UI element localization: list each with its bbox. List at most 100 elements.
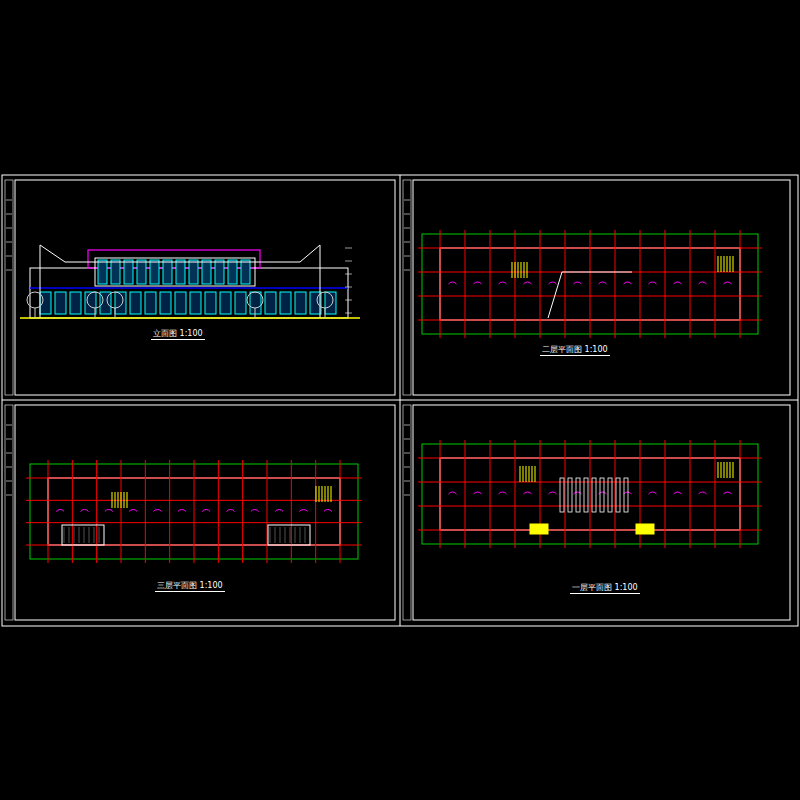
axis-line (740, 230, 741, 338)
seating-row (608, 478, 612, 512)
door-swing (474, 282, 482, 284)
level-mark (345, 248, 352, 249)
door-swing (724, 282, 732, 284)
axis-line (665, 230, 666, 338)
tree-symbol (317, 292, 333, 308)
stair (515, 262, 516, 278)
axis-line (665, 440, 666, 548)
tree-symbol (27, 292, 43, 308)
axis-line (690, 440, 691, 548)
strip-tick (6, 242, 12, 243)
ramp-line (548, 272, 632, 318)
hatch-area (268, 525, 310, 545)
axis-line (121, 460, 122, 563)
axis-line (26, 500, 362, 501)
window (124, 260, 133, 284)
strip-tick (404, 200, 410, 201)
level-mark (345, 287, 352, 288)
strip-tick (404, 495, 410, 496)
axis-line (640, 230, 641, 338)
panel-frame (413, 180, 790, 395)
axis-line (72, 460, 73, 563)
door-swing (649, 492, 657, 494)
strip-tick (6, 270, 12, 271)
door-swing (449, 492, 457, 494)
tree-trunk (35, 308, 36, 318)
stair (733, 462, 734, 478)
window (111, 260, 120, 284)
strip-tick (404, 467, 410, 468)
axis-line (26, 522, 362, 523)
axis-line (418, 506, 762, 507)
door-swing (499, 282, 507, 284)
window (190, 292, 201, 314)
seating-row (560, 478, 564, 512)
axis-line (590, 230, 591, 338)
stair (325, 486, 326, 502)
stair (115, 492, 116, 508)
stair (718, 256, 719, 272)
axis-line (490, 440, 491, 548)
sheet-divider (2, 400, 798, 401)
tree-trunk (255, 308, 256, 318)
door-swing (499, 492, 507, 494)
hatch (79, 527, 80, 543)
hatch (94, 527, 95, 543)
strip-tick (404, 242, 410, 243)
strip-tick (6, 439, 12, 440)
stair (523, 466, 524, 482)
stair (730, 256, 731, 272)
window (137, 260, 146, 284)
hatch (290, 527, 291, 543)
hatch (285, 527, 286, 543)
door-swing (549, 492, 557, 494)
hatch (84, 527, 85, 543)
strip-tick (404, 228, 410, 229)
axis-line (540, 230, 541, 338)
stair (328, 486, 329, 502)
stair (529, 466, 530, 482)
axis-line (418, 482, 762, 483)
hatch (300, 527, 301, 543)
door-swing (129, 510, 137, 512)
level-mark (345, 300, 352, 301)
axis-line (515, 440, 516, 548)
stair (524, 262, 525, 278)
axis-line (465, 230, 466, 338)
stair (724, 462, 725, 478)
axis-line (565, 440, 566, 548)
door-swing (178, 510, 186, 512)
door-swing (227, 510, 235, 512)
door-swing (674, 492, 682, 494)
window (98, 260, 107, 284)
title-strip (5, 180, 13, 395)
stair (730, 462, 731, 478)
strip-tick (404, 214, 410, 215)
axis-line (242, 460, 243, 563)
hatch (69, 527, 70, 543)
strip-tick (404, 425, 410, 426)
stair (535, 466, 536, 482)
hatch (64, 527, 65, 543)
door-swing (574, 282, 582, 284)
drawing-title: 立面图 1:100 (151, 329, 205, 340)
drawing-title: 一层平面图 1:100 (570, 583, 640, 594)
stair (520, 466, 521, 482)
window (228, 260, 237, 284)
entrance-step (530, 524, 548, 534)
tree-symbol (87, 292, 103, 308)
stair (727, 256, 728, 272)
level-mark (345, 313, 352, 314)
axis-line (715, 440, 716, 548)
window (295, 292, 306, 314)
axis-line (48, 460, 49, 563)
axis-line (340, 460, 341, 563)
axis-line (418, 530, 762, 531)
stair (518, 262, 519, 278)
drawing-title: 三层平面图 1:100 (155, 581, 225, 592)
seating-row (592, 478, 596, 512)
door-swing (105, 510, 113, 512)
axis-line (194, 460, 195, 563)
